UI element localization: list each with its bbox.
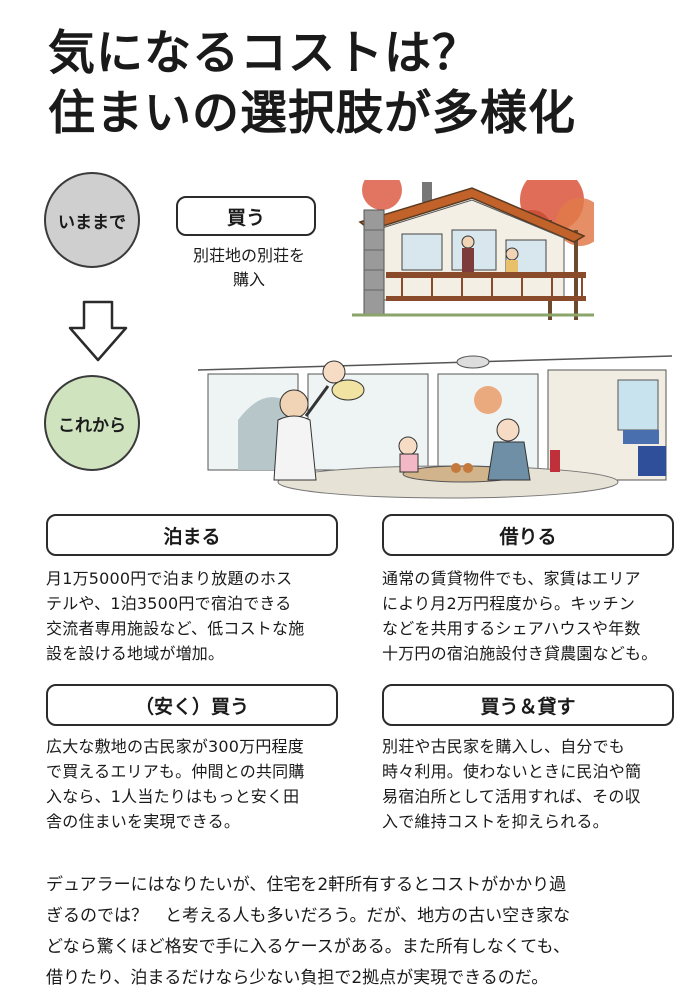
text-line: 交流者専用施設など、低コストな施 — [46, 619, 305, 638]
now-label: いままで — [58, 212, 126, 233]
text-line: 十万円の宿泊施設付き貸農園なども。 — [382, 644, 658, 663]
text-line: テルや、1泊3500円で宿泊できる — [46, 594, 292, 613]
now-circle: いままで — [44, 172, 140, 268]
future-circle: これから — [44, 375, 140, 471]
section-text-stay: 月1万5000円で泊まり放題のホス テルや、1泊3500円で宿泊できる 交流者専… — [46, 566, 342, 666]
paragraph-line: ぎるのでは？ と考える人も多いだろう。だが、地方の古い空き家な — [46, 906, 571, 926]
section-label-stay: 泊まる — [46, 514, 338, 556]
down-arrow-icon — [68, 300, 128, 362]
text-line: 時々利用。使わないときに民泊や簡 — [382, 762, 642, 781]
paragraph-line: 借りたり、泊まるだけなら少ない負担で2拠点が実現できるのだ。 — [46, 968, 549, 988]
paragraph-line: どなら驚くほど格安で手に入るケースがある。また所有しなくても、 — [46, 937, 570, 957]
section-title: （安く）買う — [134, 695, 249, 718]
text-line: 月1万5000円で泊まり放題のホス — [46, 569, 293, 588]
text-line: 舎の住まいを実現できる。 — [46, 812, 241, 831]
section-text-buy-cheap: 広大な敷地の古民家が300万円程度 で買えるエリアも。仲間との共同購 入なら、1… — [46, 734, 342, 834]
section-label-buy-cheap: （安く）買う — [46, 684, 338, 726]
text-line: 入で維持コストを抑えられる。 — [382, 812, 609, 831]
text-line: 易宿泊所として活用すれば、その収 — [382, 787, 641, 806]
text-line: 入なら、1人当たりはもっと安く田 — [46, 787, 300, 806]
text-line: 設を設ける地域が増加。 — [46, 644, 225, 663]
text-line: により月2万円程度から。キッチン — [382, 594, 636, 613]
text-line: などを共用するシェアハウスや年数 — [382, 619, 641, 638]
buy-label-box: 買う — [176, 196, 316, 236]
section-label-buy-and-lend: 買う＆貸す — [382, 684, 674, 726]
section-text-buy-and-lend: 別荘や古民家を購入し、自分でも 時々利用。使わないときに民泊や簡 易宿泊所として… — [382, 734, 678, 834]
buy-desc-line-2: 購入 — [232, 270, 265, 289]
page-title: 気になるコストは？ 住まいの選択肢が多様化 — [48, 24, 576, 144]
shared-room-illustration — [198, 350, 672, 500]
section-label-rent: 借りる — [382, 514, 674, 556]
section-title: 買う＆貸す — [480, 695, 576, 718]
text-line: 別荘や古民家を購入し、自分でも — [382, 737, 626, 756]
text-line: 通常の賃貸物件でも、家賃はエリア — [382, 569, 641, 588]
section-title: 借りる — [499, 525, 557, 548]
title-line-1: 気になるコストは？ — [48, 26, 480, 81]
body-paragraph: デュアラーにはなりたいが、住宅を2軒所有するとコストがかかり過 ぎるのでは？ と… — [46, 870, 676, 994]
title-line-2: 住まいの選択肢が多様化 — [48, 86, 576, 141]
villa-illustration — [352, 180, 594, 320]
buy-description: 別荘地の別荘を 購入 — [168, 244, 330, 292]
section-text-rent: 通常の賃貸物件でも、家賃はエリア により月2万円程度から。キッチン などを共用す… — [382, 566, 678, 666]
buy-desc-line-1: 別荘地の別荘を — [192, 246, 305, 265]
text-line: で買えるエリアも。仲間との共同購 — [46, 762, 305, 781]
text-line: 広大な敷地の古民家が300万円程度 — [46, 737, 304, 756]
buy-label: 買う — [226, 206, 265, 229]
paragraph-line: デュアラーにはなりたいが、住宅を2軒所有するとコストがかかり過 — [46, 875, 567, 895]
future-label: これから — [58, 415, 126, 436]
section-title: 泊まる — [163, 525, 221, 548]
